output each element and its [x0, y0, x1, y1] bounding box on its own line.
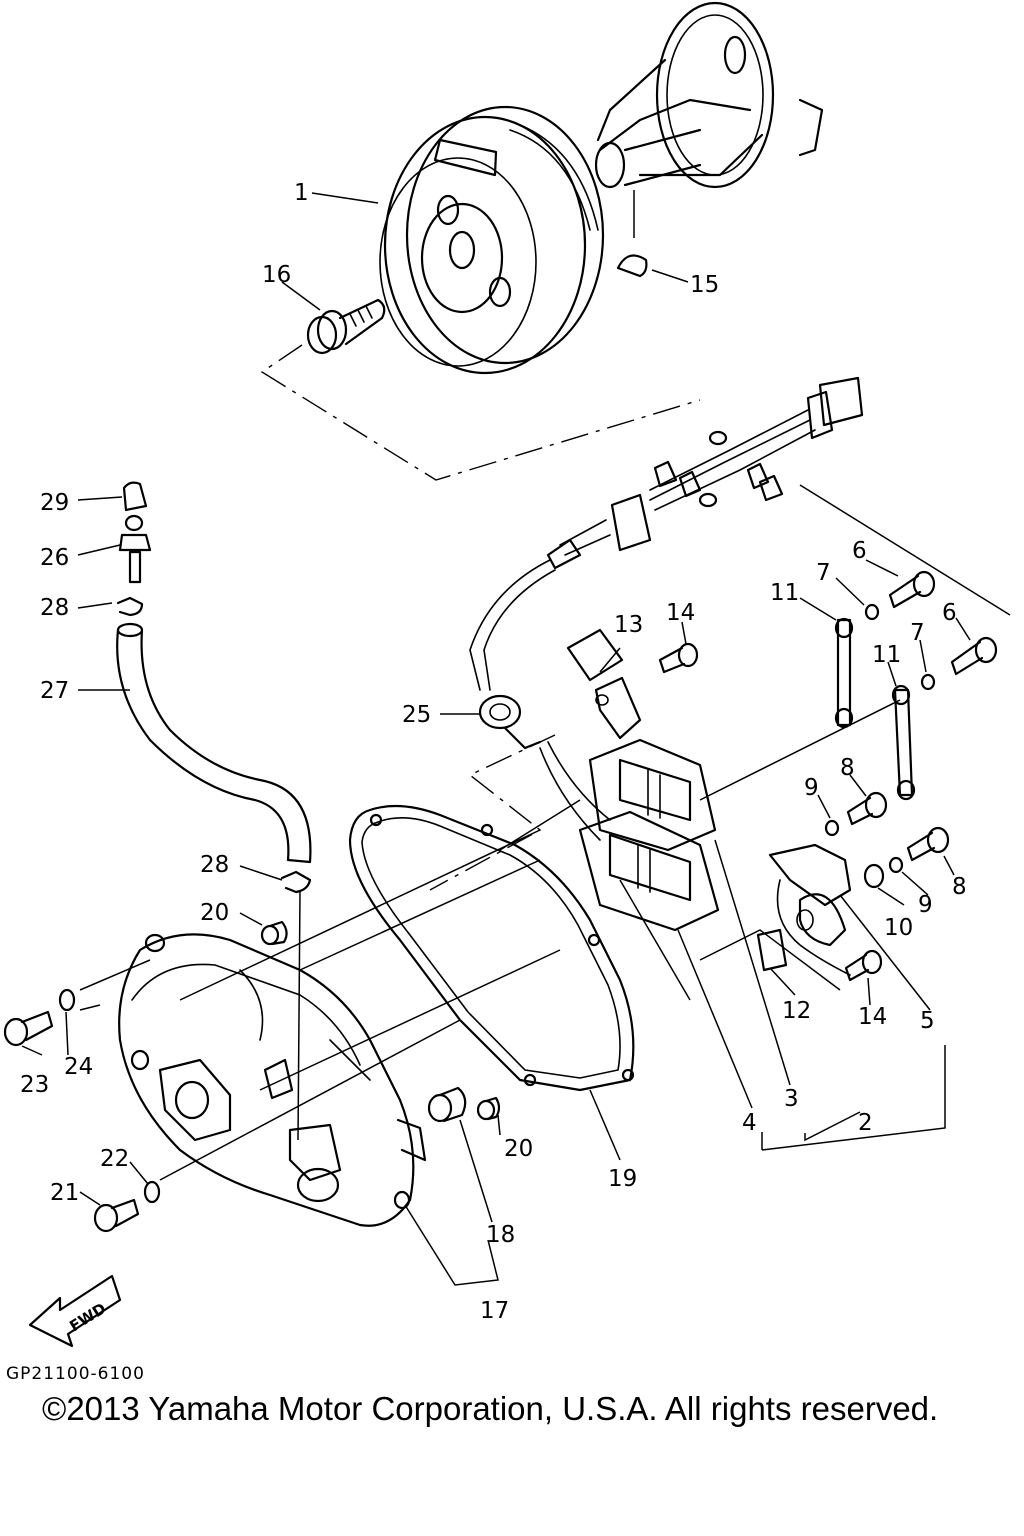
- callout-14-upper: 14: [666, 600, 695, 626]
- bolt-14-lower: [844, 949, 883, 982]
- cap-29: [122, 481, 148, 512]
- clamp-13: [566, 628, 642, 740]
- plate-11-b: [891, 684, 916, 801]
- hose-clip-28-upper: [116, 596, 144, 617]
- stator-guide-line: [429, 734, 556, 891]
- callout-28-lower: 28: [200, 852, 229, 878]
- callout-18: 18: [486, 1222, 515, 1248]
- callout-14-lower: 14: [858, 1004, 887, 1030]
- callout-28-upper: 28: [40, 595, 69, 621]
- callout-20-lower: 20: [504, 1136, 533, 1162]
- callout-22: 22: [100, 1146, 129, 1172]
- leader-lines: [21, 192, 971, 1286]
- callout-7-b: 7: [910, 620, 925, 646]
- fitting-26: [118, 514, 152, 584]
- callout-numbers: 1 16 15 29 26 28 27 28 20 25 13 14 11 11…: [20, 180, 967, 1324]
- callout-26: 26: [40, 545, 69, 571]
- gasket: [348, 804, 635, 1092]
- callout-8-b: 8: [952, 874, 967, 900]
- callout-27: 27: [40, 678, 69, 704]
- crankshaft: [594, 1, 824, 238]
- fwd-label: FWD: [66, 1299, 109, 1335]
- copyright-notice: ©2013 Yamaha Motor Corporation, U.S.A. A…: [42, 1390, 939, 1427]
- bolt-14-upper: [658, 642, 699, 674]
- bolt-6-b: [950, 636, 998, 676]
- callout-10: 10: [884, 915, 913, 941]
- washer-24: [58, 988, 76, 1012]
- washer-10: [863, 863, 885, 889]
- callout-9-a: 9: [804, 775, 819, 801]
- plate-11-a: [834, 617, 854, 729]
- washer-9-a: [824, 819, 840, 837]
- callout-21: 21: [50, 1180, 79, 1206]
- callout-11-a: 11: [770, 580, 799, 606]
- clamp-12: [756, 928, 788, 972]
- wire-harness: [469, 376, 864, 691]
- woodruff-key: [616, 254, 648, 278]
- bolt-21: [93, 1198, 140, 1233]
- stator-coil-4: [578, 810, 720, 932]
- callout-19: 19: [608, 1166, 637, 1192]
- callout-4: 4: [742, 1110, 757, 1136]
- washer-22: [143, 1180, 161, 1204]
- callout-9-b: 9: [918, 892, 933, 918]
- collar-20-upper: [260, 920, 288, 946]
- flywheel-bolt: [306, 298, 386, 355]
- callout-17: 17: [480, 1298, 509, 1324]
- callout-1: 1: [294, 180, 309, 206]
- crankcase-cover: [118, 933, 427, 1227]
- assembly-guide-line: [260, 344, 701, 481]
- bolt-8-b: [906, 826, 950, 862]
- damper-18: [427, 1086, 467, 1123]
- callout-15: 15: [690, 272, 719, 298]
- stator-coil-3: [588, 738, 717, 852]
- hose-27: [116, 628, 312, 864]
- collar-20-lower: [476, 1096, 501, 1121]
- callout-8-a: 8: [840, 755, 855, 781]
- callout-13: 13: [614, 612, 643, 638]
- bolt-23: [3, 1010, 54, 1047]
- hose-clip-28-lower: [280, 870, 312, 894]
- forward-direction-arrow: FWD: [28, 1274, 122, 1348]
- callout-2: 2: [858, 1110, 873, 1136]
- callout-23: 23: [20, 1072, 49, 1098]
- callout-6-a: 6: [852, 538, 867, 564]
- callout-29: 29: [40, 490, 69, 516]
- callout-5: 5: [920, 1008, 935, 1034]
- callout-16: 16: [262, 262, 291, 288]
- callout-7-a: 7: [816, 560, 831, 586]
- flywheel: [379, 105, 605, 375]
- bolt-8-a: [846, 791, 888, 826]
- callout-11-b: 11: [872, 642, 901, 668]
- callout-25: 25: [402, 702, 431, 728]
- callout-3: 3: [784, 1086, 799, 1112]
- callout-6-b: 6: [942, 600, 957, 626]
- grommet: [478, 694, 542, 750]
- figure-code: GP21100-6100: [6, 1364, 145, 1384]
- pulser-coil: [768, 843, 852, 976]
- callout-20-upper: 20: [200, 900, 229, 926]
- bolt-6-a: [888, 570, 936, 609]
- callout-24: 24: [64, 1054, 93, 1080]
- washer-7-b: [920, 673, 936, 691]
- washer-7-a: [864, 603, 880, 621]
- washer-9-b: [888, 856, 904, 874]
- callout-12: 12: [782, 998, 811, 1024]
